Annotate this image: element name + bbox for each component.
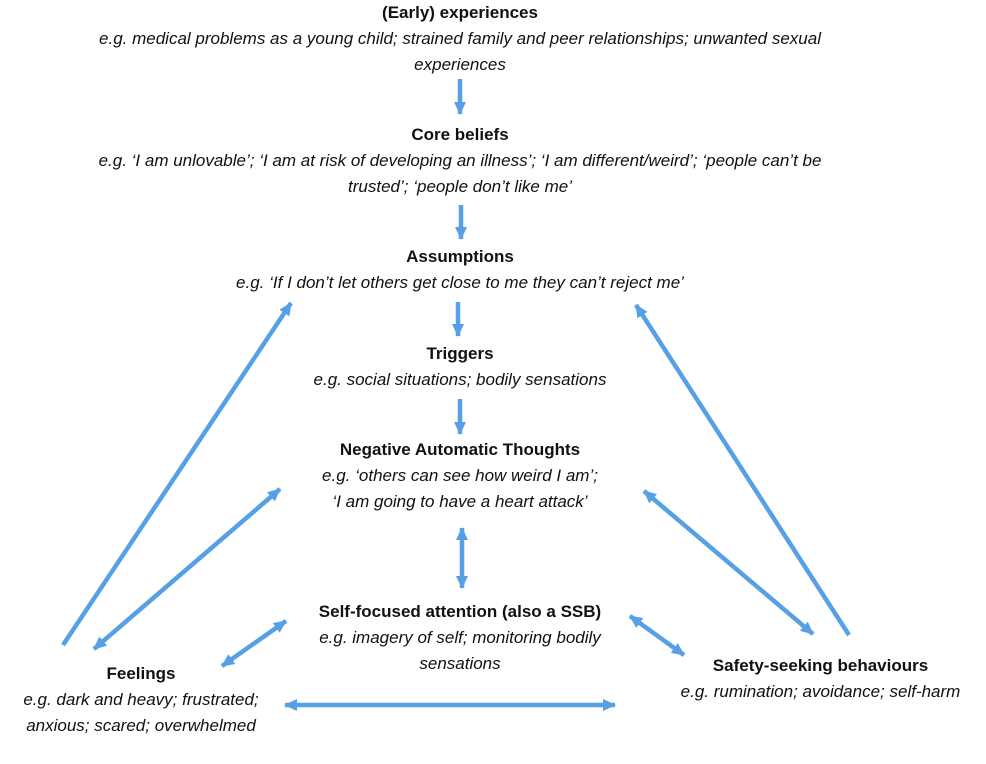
node-triggers: Triggers e.g. social situations; bodily …	[260, 341, 660, 393]
example-line: e.g. ‘others can see how weird I am’;	[322, 466, 598, 485]
node-examples: e.g. medical problems as a young child; …	[40, 26, 880, 78]
arrow-feelings-to-negative-automatic-thoughts	[92, 487, 282, 651]
node-safety-seeking-behaviours: Safety-seeking behaviours e.g. ruminatio…	[655, 653, 986, 705]
node-examples: e.g. ‘I am unlovable’; ‘I am at risk of …	[0, 148, 920, 200]
example-line: e.g. dark and heavy; frustrated;	[23, 690, 259, 709]
node-assumptions: Assumptions e.g. ‘If I don’t let others …	[150, 244, 770, 296]
node-examples: e.g. rumination; avoidance; self-harm	[655, 679, 986, 705]
node-title: Core beliefs	[411, 125, 509, 144]
example-line: e.g. ‘I am unlovable’; ‘I am at risk of …	[98, 151, 822, 170]
node-feelings: Feelings e.g. dark and heavy; frustrated…	[0, 661, 282, 739]
arrow-feelings-to-assumptions	[61, 301, 293, 647]
node-title: Self-focused attention (also a SSB)	[318, 602, 602, 621]
node-examples: e.g. ‘If I don’t let others get close to…	[150, 270, 770, 296]
example-line: e.g. social situations; bodily sensation…	[313, 370, 607, 389]
node-self-focused-attention: Self-focused attention (also a SSB) e.g.…	[260, 599, 660, 677]
node-examples: e.g. ‘others can see how weird I am’; ‘I …	[260, 463, 660, 515]
example-line: e.g. ‘If I don’t let others get close to…	[236, 273, 684, 292]
example-line: sensations	[419, 654, 501, 673]
example-line: trusted’; ‘people don’t like me’	[348, 177, 572, 196]
example-line: anxious; scared; overwhelmed	[26, 716, 256, 735]
node-title: Triggers	[426, 344, 494, 363]
arrow-safety-seeking-behaviours-to-negative-automatic-thoughts	[642, 489, 815, 636]
node-title: Safety-seeking behaviours	[712, 656, 929, 675]
node-examples: e.g. imagery of self; monitoring bodily s…	[260, 625, 660, 677]
node-core-beliefs: Core beliefs e.g. ‘I am unlovable’; ‘I a…	[0, 122, 920, 200]
example-line: ‘I am going to have a heart attack’	[332, 492, 588, 511]
node-title: (Early) experiences	[382, 3, 538, 22]
example-line: e.g. medical problems as a young child; …	[99, 29, 821, 48]
example-line: e.g. imagery of self; monitoring bodily	[319, 628, 601, 647]
node-examples: e.g. dark and heavy; frustrated; anxious;…	[0, 687, 282, 739]
node-title: Feelings	[106, 664, 176, 683]
node-title: Negative Automatic Thoughts	[339, 440, 581, 459]
example-line: experiences	[414, 55, 506, 74]
arrow-safety-seeking-behaviours-to-assumptions	[634, 303, 851, 637]
node-title: Assumptions	[406, 247, 514, 266]
node-early-experiences: (Early) experiences e.g. medical problem…	[40, 0, 880, 78]
node-examples: e.g. social situations; bodily sensation…	[260, 367, 660, 393]
example-line: e.g. rumination; avoidance; self-harm	[680, 682, 961, 701]
node-negative-automatic-thoughts: Negative Automatic Thoughts e.g. ‘others…	[260, 437, 660, 515]
